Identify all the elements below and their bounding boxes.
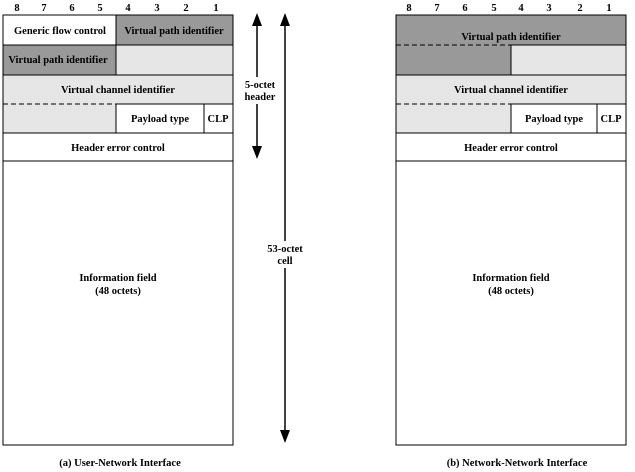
nni-payload-type-field bbox=[511, 104, 597, 133]
nni-vci-tail-field bbox=[396, 104, 511, 133]
nni-info-label-line1: Information field bbox=[472, 273, 549, 284]
uni-vci-tail-field bbox=[3, 104, 116, 133]
uni-vci-label: Virtual channel identifier bbox=[61, 85, 175, 96]
uni-vpi-top-field bbox=[116, 15, 233, 45]
cell-size-label-line1: 53-octet bbox=[267, 244, 303, 255]
size-arrows: 5-octet header 53-octet cell bbox=[238, 13, 310, 443]
cell-size-arrow bbox=[280, 13, 290, 443]
uni-caption: (a) User-Network Interface bbox=[59, 458, 181, 469]
uni-diagram: 8 7 6 5 4 3 2 1 bbox=[2, 3, 234, 469]
uni-gfc-field bbox=[3, 15, 116, 45]
nni-vci-label: Virtual channel identifier bbox=[454, 85, 568, 96]
uni-info-label-line1: Information field bbox=[79, 273, 156, 284]
uni-info-field bbox=[3, 161, 233, 445]
uni-clp-label: CLP bbox=[208, 114, 230, 125]
uni-bit-3: 3 bbox=[154, 3, 159, 14]
uni-bit-numbers: 8 7 6 5 4 3 2 1 bbox=[14, 3, 218, 14]
uni-vpi-second-label: Virtual path identifier bbox=[8, 55, 108, 66]
nni-vpi-field bbox=[396, 15, 626, 45]
nni-hec-field bbox=[396, 133, 626, 161]
uni-bit-6: 6 bbox=[69, 3, 74, 14]
nni-diagram: 8 7 6 5 4 3 2 1 bbox=[395, 3, 627, 469]
nni-bit-3: 3 bbox=[546, 3, 551, 14]
nni-vpi-label: Virtual path identifier bbox=[461, 32, 561, 43]
uni-bit-2: 2 bbox=[183, 3, 188, 14]
nni-caption: (b) Network-Network Interface bbox=[447, 458, 588, 469]
uni-payload-type-label: Payload type bbox=[131, 114, 189, 125]
uni-hec-field bbox=[3, 133, 233, 161]
nni-clp-label: CLP bbox=[601, 114, 623, 125]
nni-bit-6: 6 bbox=[462, 3, 467, 14]
nni-row2-right-field bbox=[511, 45, 626, 75]
uni-info-label-line2: (48 octets) bbox=[95, 286, 141, 297]
nni-bit-4: 4 bbox=[518, 3, 524, 14]
header-size-label-line2: header bbox=[245, 92, 276, 103]
cell-size-label-line2: cell bbox=[277, 256, 292, 267]
nni-bit-2: 2 bbox=[577, 3, 582, 14]
nni-vpi-tail-field bbox=[396, 45, 511, 75]
uni-hec-label: Header error control bbox=[71, 143, 165, 154]
uni-bit-7: 7 bbox=[41, 3, 46, 14]
nni-hec-label: Header error control bbox=[464, 143, 558, 154]
nni-bit-8: 8 bbox=[406, 3, 411, 14]
uni-vpi-second-field bbox=[3, 45, 116, 75]
uni-bit-5: 5 bbox=[97, 3, 102, 14]
nni-bit-5: 5 bbox=[491, 3, 496, 14]
uni-bit-8: 8 bbox=[14, 3, 19, 14]
nni-info-field bbox=[396, 161, 626, 445]
nni-clp-field bbox=[597, 104, 626, 133]
uni-bit-1: 1 bbox=[213, 3, 218, 14]
uni-gfc-label: Generic flow control bbox=[14, 26, 106, 37]
uni-clp-field bbox=[204, 104, 233, 133]
nni-info-label-line2: (48 octets) bbox=[488, 286, 534, 297]
uni-bit-4: 4 bbox=[125, 3, 131, 14]
nni-vci-field bbox=[396, 75, 626, 104]
header-size-label-line1: 5-octet bbox=[245, 80, 276, 91]
uni-row2-right-field bbox=[116, 45, 233, 75]
uni-vpi-top-label: Virtual path identifier bbox=[124, 26, 224, 37]
nni-bit-numbers: 8 7 6 5 4 3 2 1 bbox=[406, 3, 611, 14]
uni-vci-field bbox=[3, 75, 233, 104]
nni-bit-1: 1 bbox=[606, 3, 611, 14]
nni-payload-type-label: Payload type bbox=[525, 114, 583, 125]
uni-payload-type-field bbox=[116, 104, 204, 133]
nni-bit-7: 7 bbox=[434, 3, 439, 14]
